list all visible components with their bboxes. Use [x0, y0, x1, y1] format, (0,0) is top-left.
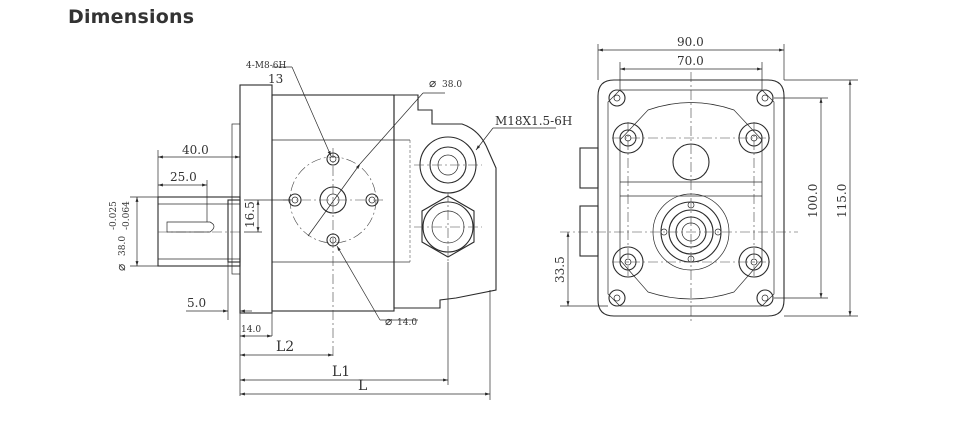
shaft-length-label: 40.0 [182, 143, 209, 157]
front-flange-outline [597, 79, 785, 317]
front-view: 90.0 70.0 100.0 115.0 33.5 [553, 35, 858, 324]
flange-thickness-label: 14.0 [241, 325, 261, 335]
dimensions-heading: Dimensions [68, 6, 195, 28]
side-boss-top [579, 147, 599, 189]
small-hole-label: 14.0 [397, 318, 417, 328]
center-height-label: 33.5 [553, 256, 567, 283]
tolerance-lower: -0.064 [122, 201, 132, 230]
front-corner-holes [608, 89, 774, 307]
mounting-flange [239, 84, 273, 314]
thread-depth: 13 [268, 72, 283, 86]
l1-label: L1 [332, 364, 350, 380]
port-thread-label: M18X1.5-6H [495, 114, 572, 128]
shaft-offset-label: 16.5 [243, 201, 257, 228]
shaft-collar [227, 199, 241, 263]
pitch-circle-symbol: ⌀ [429, 76, 436, 90]
side-view-annotations: 4-M8-6H 13 ⌀ 38.0 M18X1.5-6H 40.0 25.0 1… [109, 61, 572, 400]
shaft-step-label: 5.0 [187, 296, 206, 310]
key-length-label: 25.0 [170, 170, 197, 184]
flange-face [283, 92, 424, 356]
shaft-dia-symbol: ⌀ [114, 264, 128, 271]
ports [414, 136, 482, 262]
tolerance-upper: -0.025 [109, 201, 119, 230]
inner-height-label: 100.0 [806, 184, 820, 218]
l-label: L [358, 378, 367, 394]
pump-body [271, 94, 497, 312]
outer-height-label: 115.0 [835, 184, 849, 218]
pitch-circle-label: 38.0 [442, 80, 462, 90]
l2-label: L2 [276, 339, 294, 355]
side-view: 4-M8-6H 13 ⌀ 38.0 M18X1.5-6H 40.0 25.0 1… [109, 61, 572, 400]
inner-width-label: 70.0 [677, 54, 704, 68]
shaft-diameter-label: 38.0 [118, 236, 128, 256]
thread-callout: 4-M8-6H [246, 61, 286, 71]
small-hole-symbol: ⌀ [385, 314, 392, 328]
front-view-annotations: 90.0 70.0 100.0 115.0 33.5 [553, 35, 858, 317]
side-boss-bottom [579, 205, 599, 257]
outer-width-label: 90.0 [677, 35, 704, 49]
